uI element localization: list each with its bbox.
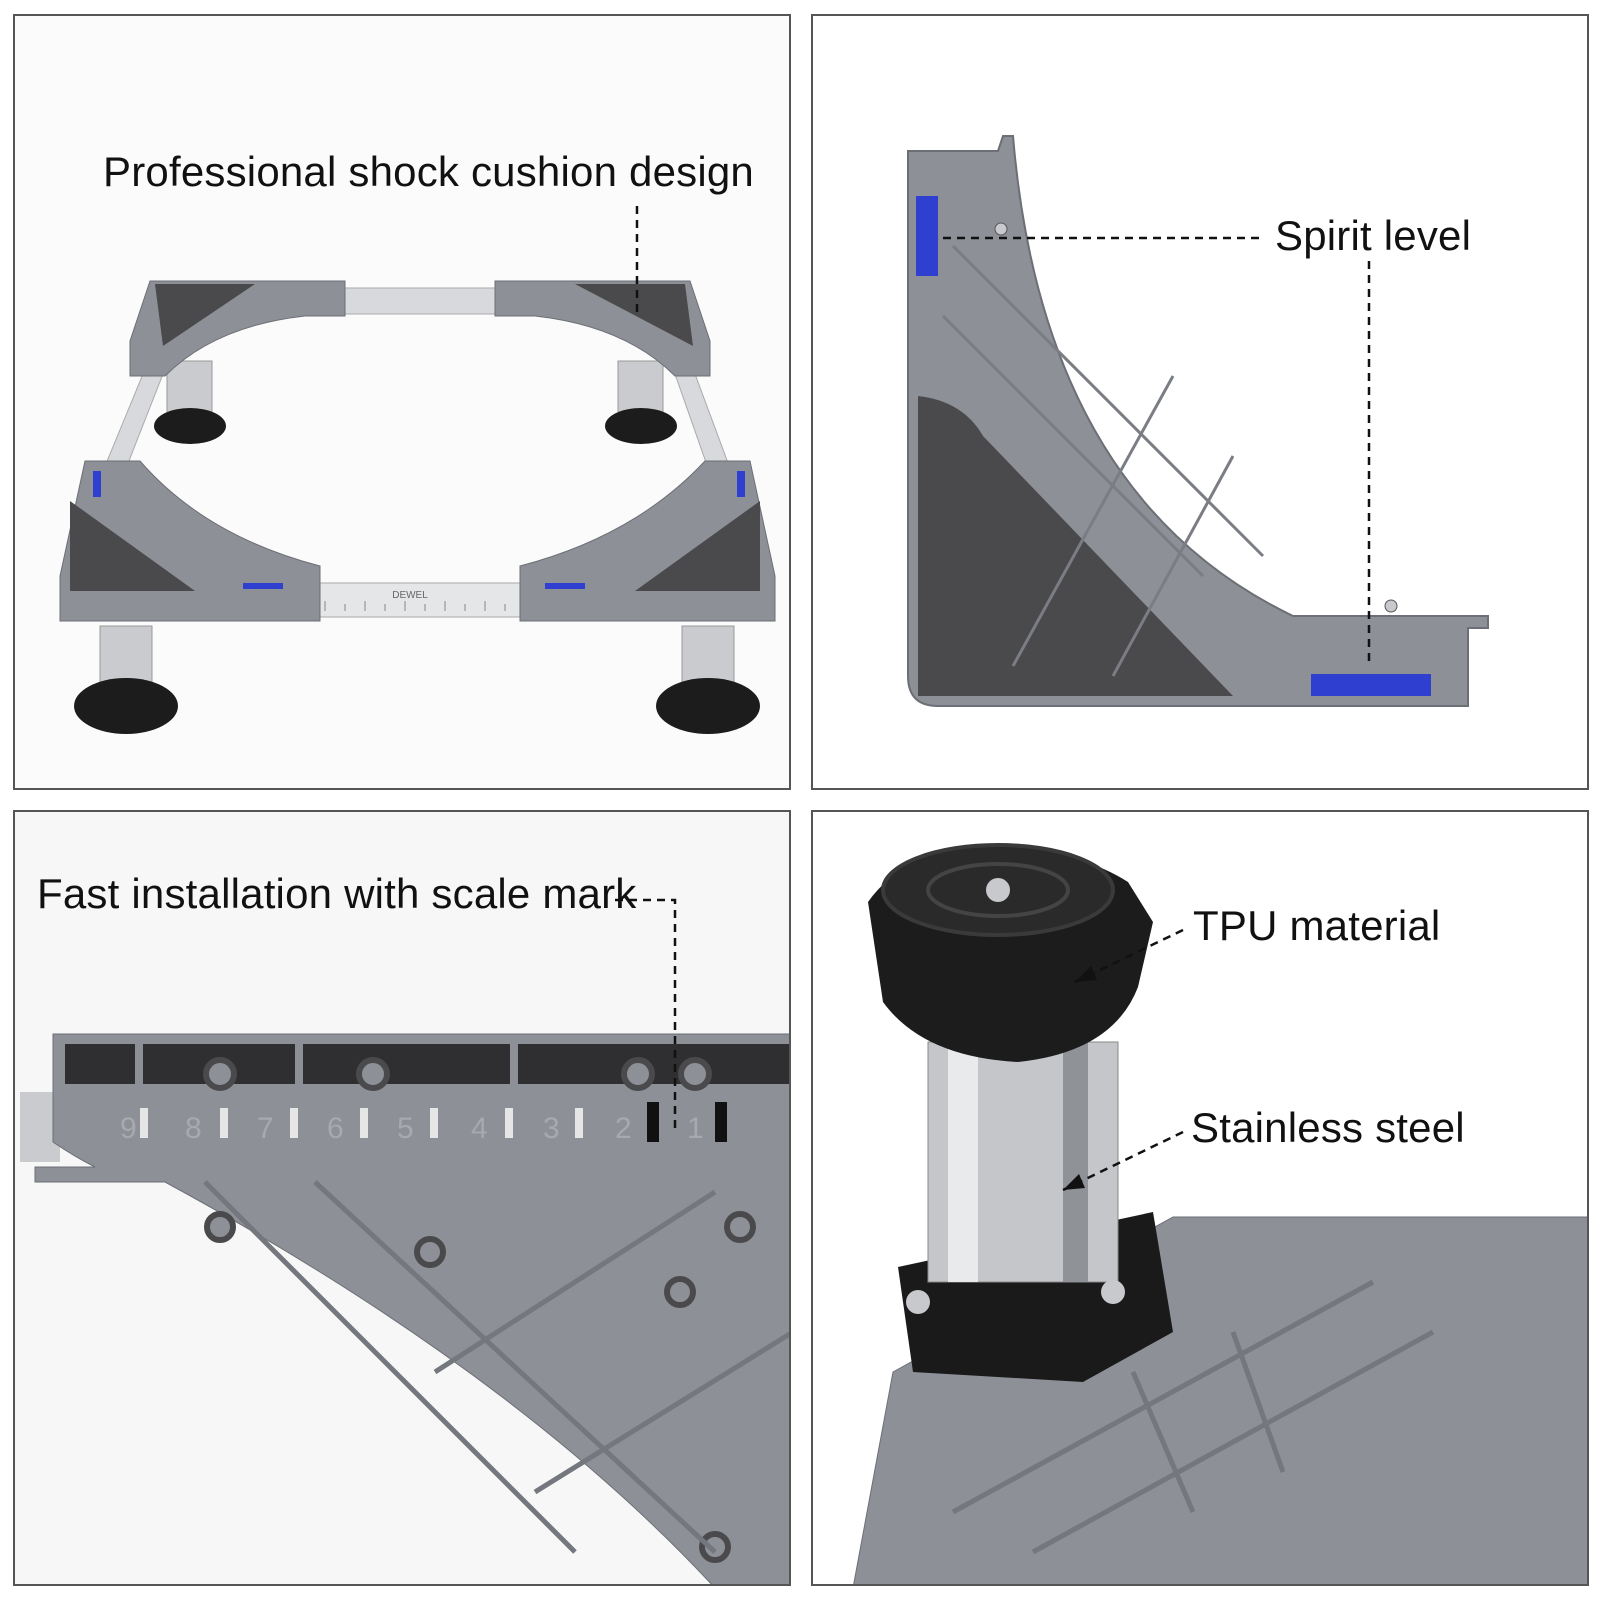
scale-number: 8: [185, 1112, 202, 1145]
foot-closeup-illustration: [853, 843, 1587, 1584]
scale-number: 1: [687, 1112, 704, 1145]
scale-closeup-illustration: 9 8 7 6 5 4 3 2 1: [15, 812, 789, 1584]
scale-number: 6: [327, 1112, 344, 1145]
foot-closeup-panel: TPU material Stainless steel: [811, 810, 1589, 1586]
frame-overview-panel: DEWEL Professional shock cushion design: [13, 14, 791, 790]
tpu-material-label: TPU material: [1193, 902, 1441, 949]
corner-closeup-panel: Spirit level: [811, 14, 1589, 790]
spirit-level-label: Spirit level: [1275, 212, 1472, 259]
corner-closeup-illustration: [907, 135, 1489, 707]
scale-number: 5: [397, 1112, 414, 1145]
scale-number: 7: [257, 1112, 274, 1145]
shock-cushion-label: Professional shock cushion design: [103, 148, 754, 195]
rail-scale-text: DEWEL: [392, 590, 428, 601]
stainless-steel-label: Stainless steel: [1191, 1104, 1465, 1151]
scale-number: 2: [615, 1112, 632, 1145]
scale-number: 3: [543, 1112, 560, 1145]
scale-closeup-panel: 9 8 7 6 5 4 3 2 1 Fast installation with…: [13, 810, 791, 1586]
scale-number: 4: [471, 1112, 488, 1145]
scale-mark-label: Fast installation with scale mark: [37, 870, 637, 917]
horizontal-spirit-level: [1311, 674, 1431, 696]
scale-number: 9: [120, 1112, 137, 1145]
frame-overview-illustration: DEWEL: [59, 206, 776, 734]
vertical-spirit-level: [916, 196, 938, 276]
